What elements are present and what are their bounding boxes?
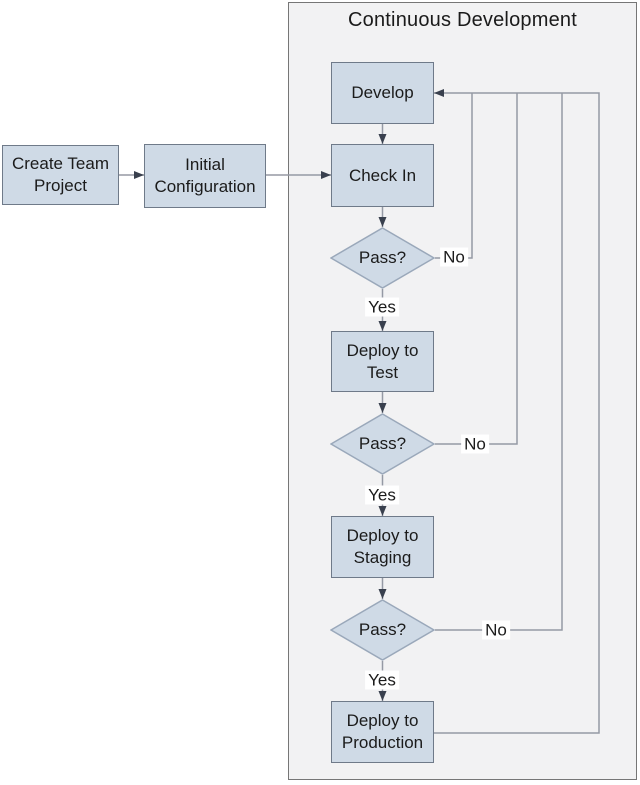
node-label: Create Team Project: [11, 154, 109, 195]
node-deploy-to-test: Deploy to Test: [331, 331, 434, 392]
edge-label-yes-3: Yes: [365, 670, 399, 690]
node-label: Deploy to Staging: [346, 526, 419, 567]
edge-label-yes-1: Yes: [365, 297, 399, 317]
diamond-shape: [330, 227, 435, 289]
node-label: Deploy to Production: [341, 711, 424, 752]
decision-label: Pass?: [358, 620, 407, 639]
edge-production-return-to-develop: [434, 89, 600, 734]
node-develop: Develop: [331, 62, 434, 124]
node-deploy-to-production: Deploy to Production: [331, 701, 434, 763]
node-label: Initial Configuration: [154, 155, 256, 196]
edge-label-no-3: No: [482, 620, 510, 640]
node-create-team-project: Create Team Project: [2, 145, 119, 205]
decision-pass-staging: Pass?: [330, 599, 435, 661]
edge-pass1-no-loop: [435, 93, 473, 259]
node-check-in: Check In: [331, 144, 434, 207]
edge-pass2-no-loop: [435, 93, 518, 445]
edge-label-yes-2: Yes: [365, 485, 399, 505]
node-label: Deploy to Test: [346, 340, 419, 382]
decision-pass-check-in: Pass?: [330, 227, 435, 289]
node-deploy-to-staging: Deploy to Staging: [331, 516, 434, 578]
node-label: Check In: [348, 165, 417, 185]
diamond-shape: [330, 599, 435, 661]
decision-label: Pass?: [358, 248, 407, 267]
decision-label: Pass?: [358, 434, 407, 453]
decision-pass-test: Pass?: [330, 413, 435, 475]
node-label: Develop: [351, 83, 414, 102]
edge-pass3-no-loop: [435, 93, 563, 631]
diamond-shape: [330, 413, 435, 475]
edge-label-no-2: No: [461, 434, 489, 454]
group-title: Continuous Development: [348, 9, 577, 31]
edge-label-no-1: No: [440, 247, 468, 267]
node-initial-configuration: Initial Configuration: [144, 144, 266, 208]
